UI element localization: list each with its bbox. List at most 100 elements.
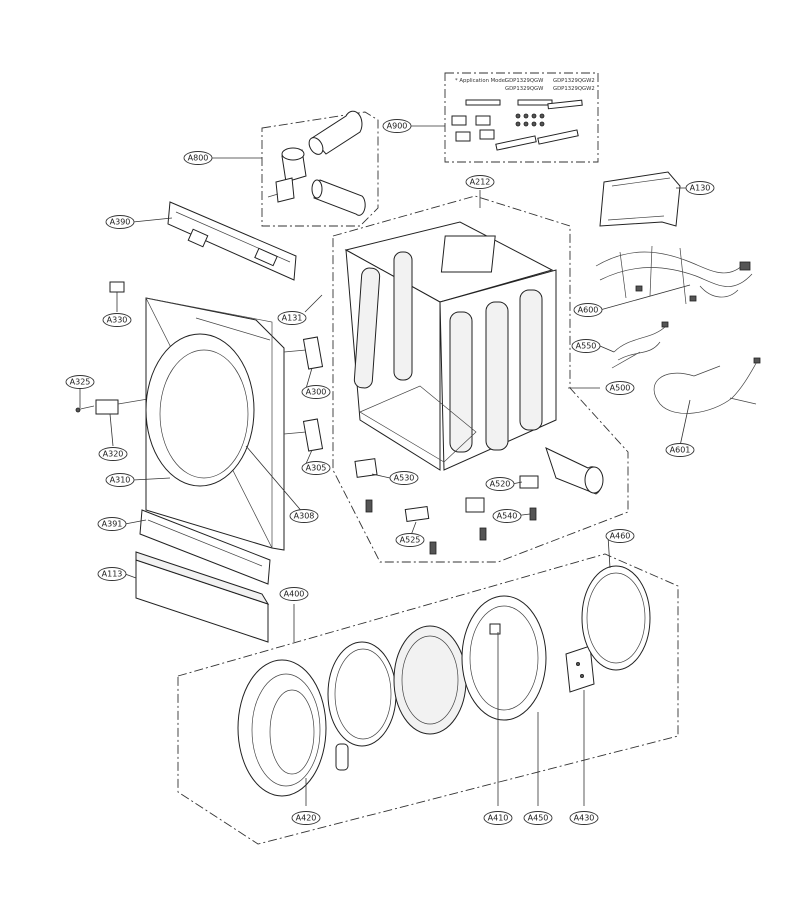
label-bubble [523,811,553,825]
door-group-outline [177,553,679,845]
installation-kit: * Application Model GDP1329QGW GDP1329QG… [451,78,595,151]
part-label-a300: A300 [301,385,331,399]
part-number-a320: A320 [103,450,124,459]
label-bubble [605,529,635,543]
lower-latch [302,418,324,452]
label-bubble [571,339,601,353]
part-label-a520: A520 [485,477,515,491]
label-bubble [665,443,695,457]
part-label-a130: A130 [685,181,715,195]
part-label-a308: A308 [289,509,319,523]
part-number-a600: A600 [578,306,599,315]
part-number-a305: A305 [306,464,327,473]
door-gasket [327,641,397,747]
part-number-a410: A410 [488,814,509,823]
label-bubble [65,375,95,389]
application-model-4: GDP1329QGW2 [553,86,595,92]
part-number-a130: A130 [690,184,711,193]
part-number-a325: A325 [70,378,91,387]
label-bubble [97,567,127,581]
label-bubble [301,385,331,399]
part-number-a113: A113 [102,570,123,579]
upper-latch [302,336,324,370]
leader-lines [79,125,691,806]
part-number-a308: A308 [294,512,315,521]
hinge-plate [565,645,595,693]
part-number-a525: A525 [400,536,421,545]
exhaust-duct [545,447,604,495]
part-number-a900: A900 [387,122,408,131]
label-bubble [301,461,331,475]
part-label-a310: A310 [105,473,135,487]
label-bubble [289,509,319,523]
label-bubble [465,175,495,189]
part-label-a530: A530 [389,471,419,485]
part-number-a540: A540 [497,512,518,521]
label-bubble [573,303,603,317]
part-number-a520: A520 [490,480,511,489]
label-bubble [389,471,419,485]
label-bubble [492,509,522,523]
part-number-a310: A310 [110,476,131,485]
kick-plate [135,551,270,643]
lower-bracket [139,509,271,585]
part-number-a391: A391 [102,520,123,529]
part-label-a450: A450 [523,811,553,825]
label-bubble [291,811,321,825]
duct-kit [267,110,366,216]
part-number-a420: A420 [296,814,317,823]
label-bubble [183,151,213,165]
part-label-a113: A113 [97,567,127,581]
outer-trim-ring [581,565,651,671]
front-panel [145,297,285,551]
label-bubble [605,381,635,395]
part-label-a800: A800 [183,151,213,165]
part-number-a530: A530 [394,474,415,483]
part-label-a500: A500 [605,381,635,395]
part-label-a525: A525 [395,533,425,547]
application-model-heading: * Application Model [455,78,507,84]
sub-harness [611,321,669,369]
duct-kit-group-outline [261,111,379,227]
control-cover [599,171,681,227]
part-label-a420: A420 [291,811,321,825]
part-number-a131: A131 [282,314,303,323]
application-model-2: GDP1329QGW2 [553,78,595,84]
label-bubble [277,311,307,325]
door-outer-frame [237,659,327,797]
label-bubble [98,447,128,461]
label-bubble [569,811,599,825]
part-label-a600: A600 [573,303,603,317]
part-label-a212: A212 [465,175,495,189]
part-number-a300: A300 [306,388,327,397]
label-bubble [485,477,515,491]
label-bubble [105,215,135,229]
part-label-a325: A325 [65,375,95,389]
door-glass [393,625,467,735]
part-label-a460: A460 [605,529,635,543]
part-label-a601: A601 [665,443,695,457]
label-bubble [382,119,412,133]
part-number-a390: A390 [110,218,131,227]
installation-kit-group-outline [444,72,599,163]
part-label-a391: A391 [97,517,127,531]
part-label-a390: A390 [105,215,135,229]
door-inner-frame [461,595,547,721]
application-model-3: GDP1329QGW [505,86,544,92]
part-number-a460: A460 [610,532,631,541]
door-hinge [95,399,119,415]
part-label-a410: A410 [483,811,513,825]
label-bubble [685,181,715,195]
sensor-harness [653,357,761,414]
part-number-a400: A400 [284,590,305,599]
label-bubble [279,587,309,601]
part-label-a400: A400 [279,587,309,601]
part-label-a430: A430 [569,811,599,825]
part-label-a330: A330 [102,313,132,327]
top-panel-bracket [167,201,297,281]
part-label-a900: A900 [382,119,412,133]
part-number-a450: A450 [528,814,549,823]
part-number-a550: A550 [576,342,597,351]
part-label-a540: A540 [492,509,522,523]
